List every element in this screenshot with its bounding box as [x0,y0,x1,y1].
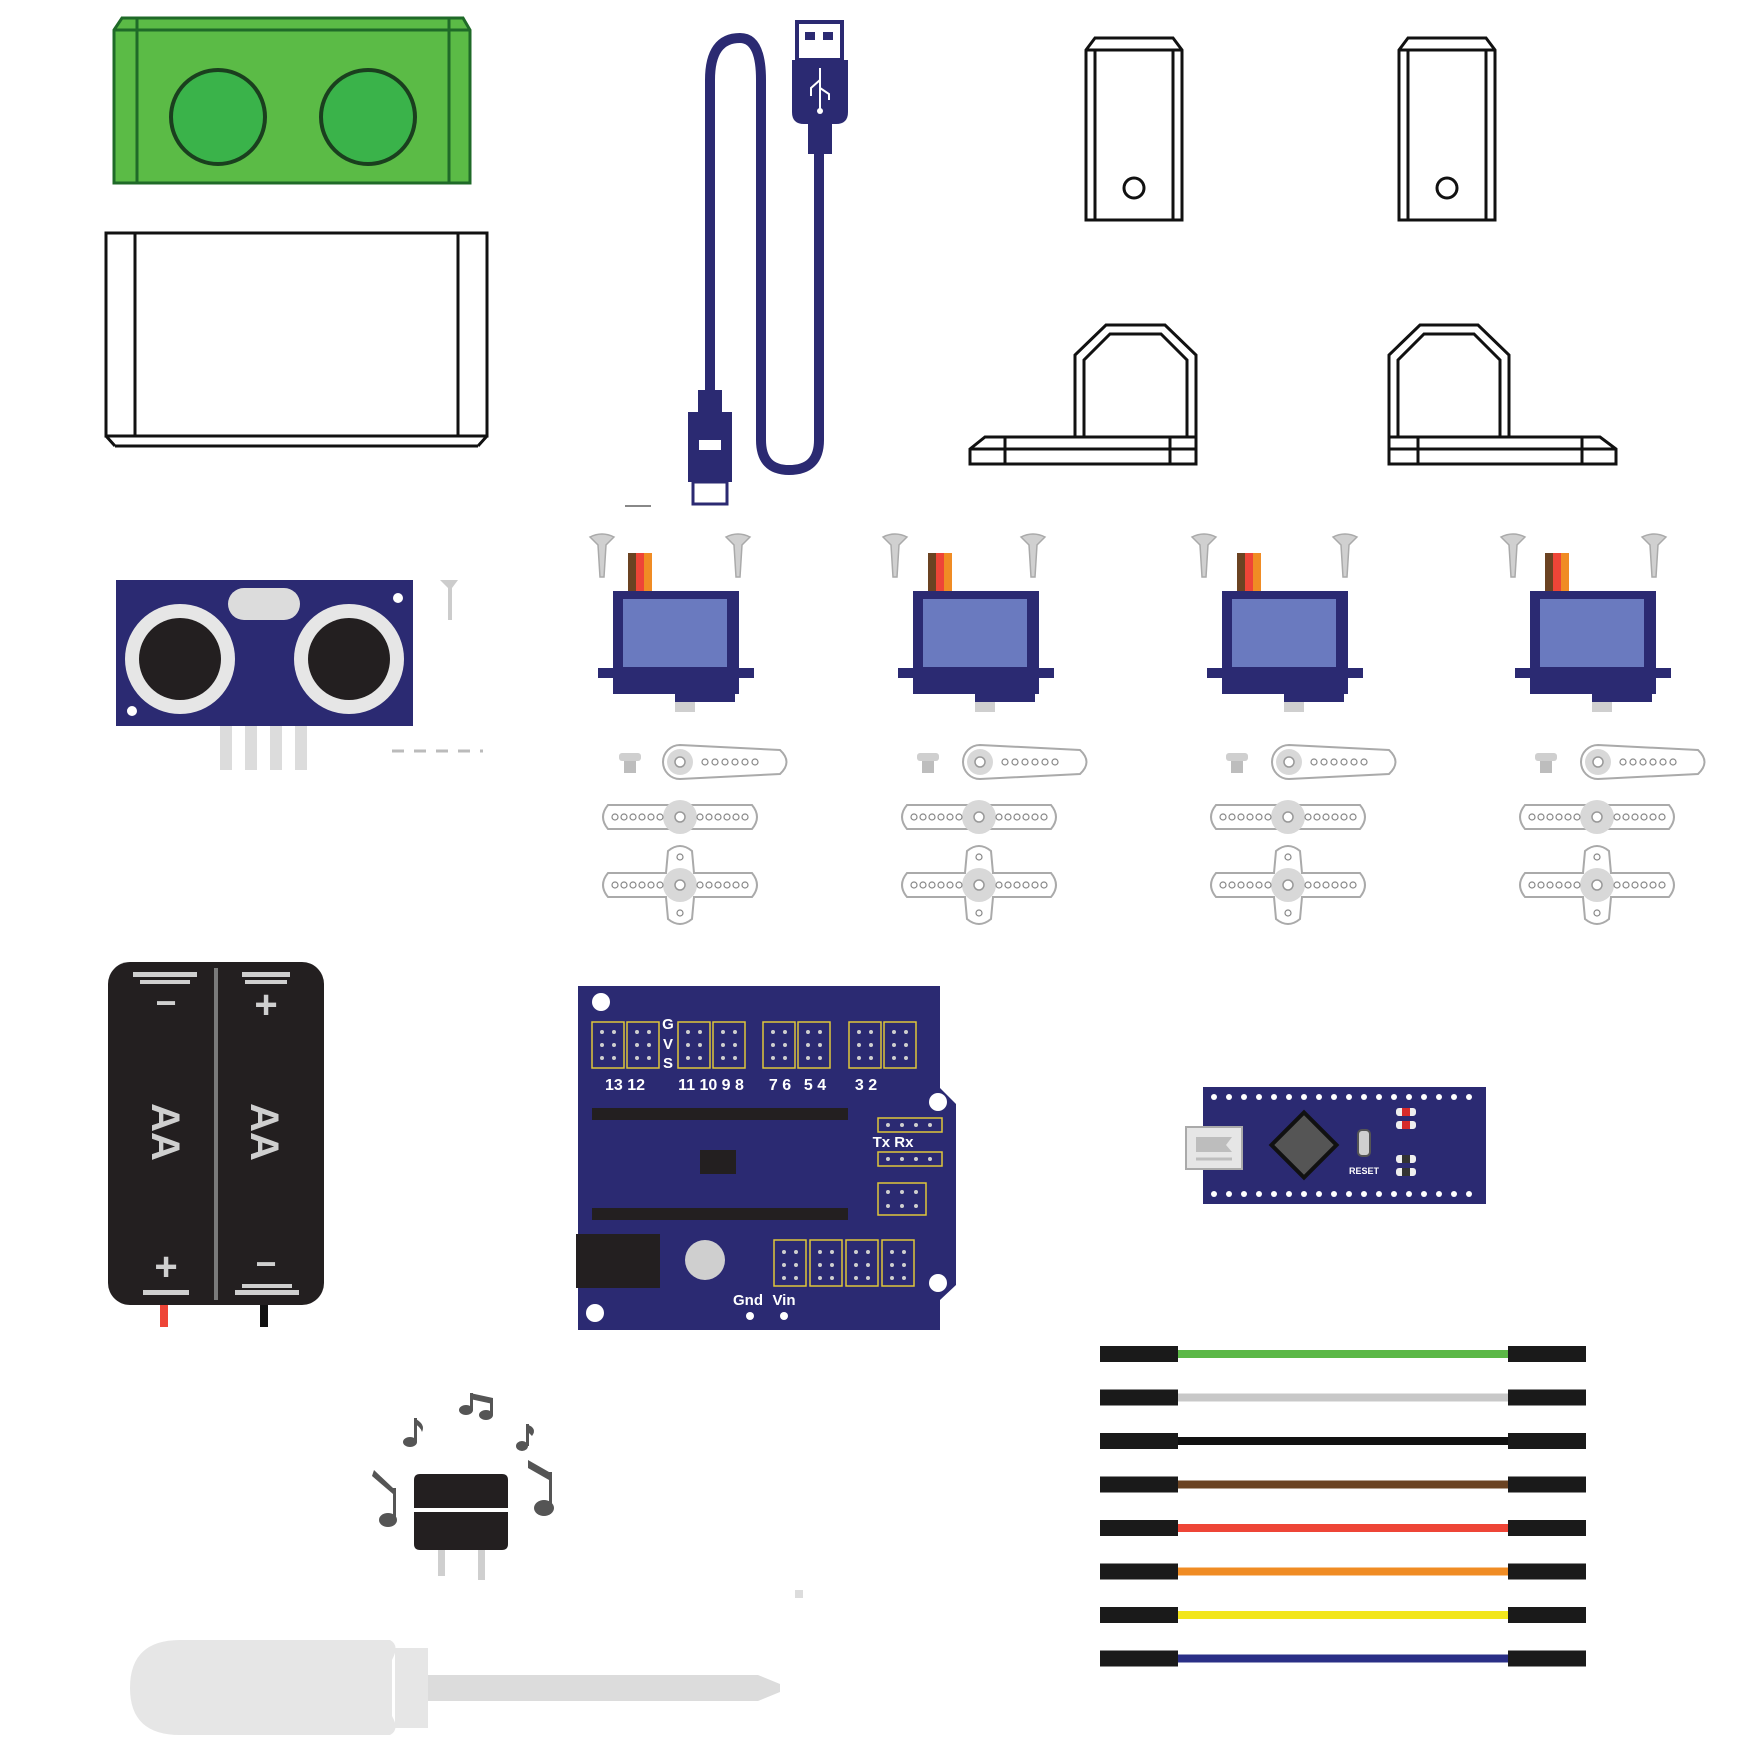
shield-label-txrx: Tx Rx [873,1134,915,1151]
jumper-wires [1100,1346,1586,1667]
jumper-wire [1100,1346,1586,1362]
screwdriver [130,1590,803,1735]
arduino-nano-board: RESET [1185,1087,1486,1204]
shield-pins-7-6: 7 6 [769,1077,791,1094]
shield-pins-13-12: 13 12 [605,1077,645,1094]
buzzer [372,1393,554,1580]
shield-label-s: S [663,1055,673,1072]
leg-part-left [1084,36,1184,222]
jumper-wire [1100,1520,1586,1536]
usb-cable [625,20,848,507]
nano-reset-label: RESET [1349,1166,1380,1176]
battery-right-bottom-sign: − [255,1243,276,1284]
servo-kit-1 [589,533,788,925]
battery-cell-right-label: AA [242,1103,286,1161]
jumper-wire [1100,1607,1586,1623]
jumper-wire [1100,1650,1586,1667]
base-box-part [104,231,489,448]
servo-kit-3 [1191,533,1397,925]
battery-cell-left-label: AA [143,1103,187,1161]
jumper-wire [1100,1476,1586,1493]
battery-right-top-sign: + [254,983,277,1027]
shield-pins-5-4: 5 4 [804,1077,826,1094]
servo-shield-board: G V S 13 12 11 10 9 8 7 6 5 4 3 2 Tx Rx … [576,986,956,1330]
shield-label-v: V [663,1036,673,1053]
music-notes-icon [372,1393,554,1527]
jumper-wire [1100,1389,1586,1406]
battery-holder: − + + − AA AA [108,962,324,1327]
eye-box-part [112,16,472,185]
servo-kit-2 [882,533,1088,925]
foot-part-right [1387,323,1618,466]
servo-kit-4 [1500,533,1706,925]
jumper-wire [1100,1433,1586,1449]
leg-part-right [1397,36,1497,222]
shield-label-vin: Vin [772,1292,795,1309]
battery-left-top-sign: − [155,982,176,1023]
ultrasonic-sensor [116,580,483,770]
shield-label-gnd: Gnd [733,1292,763,1309]
shield-label-g: G [662,1016,674,1033]
shield-pins-3-2: 3 2 [855,1077,877,1094]
shield-pins-11-8: 11 10 9 8 [678,1077,744,1094]
battery-left-bottom-sign: + [154,1245,177,1289]
jumper-wire [1100,1563,1586,1580]
foot-part-left [968,323,1198,466]
